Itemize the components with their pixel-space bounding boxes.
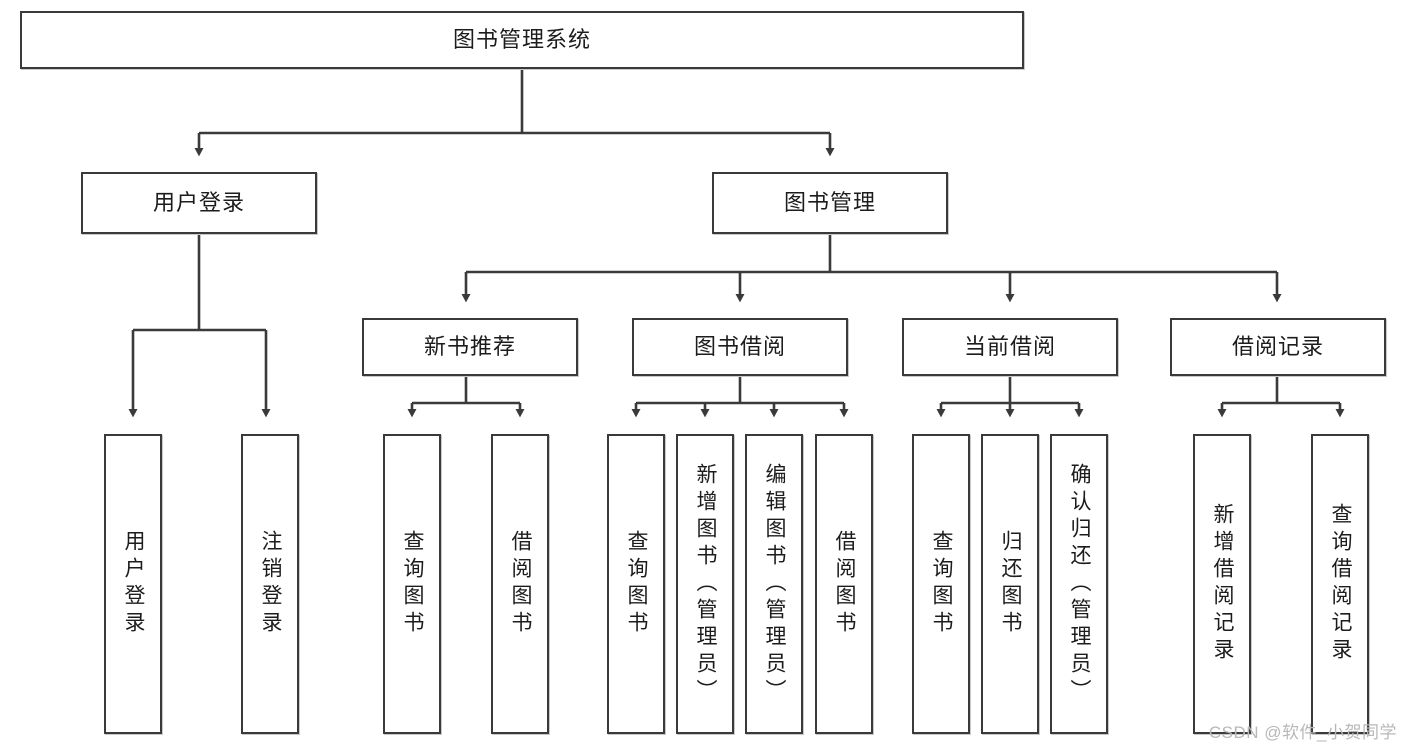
node-leaf-query-book-borrow-label: 查询图书 (625, 530, 649, 638)
node-borrow-record[interactable]: 借阅记录 (1170, 318, 1386, 376)
node-book-borrow-label: 图书借阅 (693, 333, 786, 359)
node-leaf-confirm-return-admin-label: 确认归还（管理员） (1068, 462, 1092, 706)
watermark: CSDN @软件_小贺同学 (1208, 723, 1397, 742)
node-new-book-recommend[interactable]: 新书推荐 (362, 318, 578, 376)
node-leaf-borrow-book-rec[interactable]: 借阅图书 (491, 434, 549, 734)
node-leaf-user-logout-label: 注销登录 (259, 530, 283, 638)
node-leaf-edit-book-admin[interactable]: 编辑图书（管理员） (745, 434, 803, 734)
node-leaf-query-book-rec[interactable]: 查询图书 (383, 434, 441, 734)
node-leaf-borrow-book-label: 借阅图书 (833, 530, 857, 638)
node-leaf-borrow-book[interactable]: 借阅图书 (815, 434, 873, 734)
node-new-book-recommend-label: 新书推荐 (423, 333, 516, 359)
node-leaf-borrow-book-rec-label: 借阅图书 (509, 530, 533, 638)
node-leaf-add-record[interactable]: 新增借阅记录 (1193, 434, 1251, 734)
node-leaf-user-logout[interactable]: 注销登录 (241, 434, 299, 734)
node-user-login[interactable]: 用户登录 (81, 172, 317, 234)
node-book-management[interactable]: 图书管理 (712, 172, 948, 234)
node-leaf-query-book-rec-label: 查询图书 (401, 530, 425, 638)
node-leaf-query-book-current-label: 查询图书 (930, 530, 954, 638)
node-leaf-user-login[interactable]: 用户登录 (104, 434, 162, 734)
node-root[interactable]: 图书管理系统 (20, 11, 1024, 69)
node-leaf-query-book-current[interactable]: 查询图书 (912, 434, 970, 734)
node-leaf-add-record-label: 新增借阅记录 (1211, 503, 1235, 665)
node-leaf-query-book-borrow[interactable]: 查询图书 (607, 434, 665, 734)
node-leaf-return-book-label: 归还图书 (999, 530, 1023, 638)
node-leaf-add-book-admin[interactable]: 新增图书（管理员） (676, 434, 734, 734)
node-borrow-record-label: 借阅记录 (1231, 333, 1324, 359)
node-current-borrow[interactable]: 当前借阅 (902, 318, 1118, 376)
node-book-borrow[interactable]: 图书借阅 (632, 318, 848, 376)
node-leaf-confirm-return-admin[interactable]: 确认归还（管理员） (1050, 434, 1108, 734)
node-current-borrow-label: 当前借阅 (963, 333, 1056, 359)
node-leaf-user-login-label: 用户登录 (122, 530, 146, 638)
node-leaf-edit-book-admin-label: 编辑图书（管理员） (763, 462, 787, 706)
node-leaf-return-book[interactable]: 归还图书 (981, 434, 1039, 734)
node-root-label: 图书管理系统 (452, 26, 591, 52)
node-book-management-label: 图书管理 (783, 189, 876, 215)
node-user-login-label: 用户登录 (152, 189, 245, 215)
node-leaf-query-record-label: 查询借阅记录 (1329, 503, 1353, 665)
node-leaf-query-record[interactable]: 查询借阅记录 (1311, 434, 1369, 734)
node-leaf-add-book-admin-label: 新增图书（管理员） (694, 462, 718, 706)
